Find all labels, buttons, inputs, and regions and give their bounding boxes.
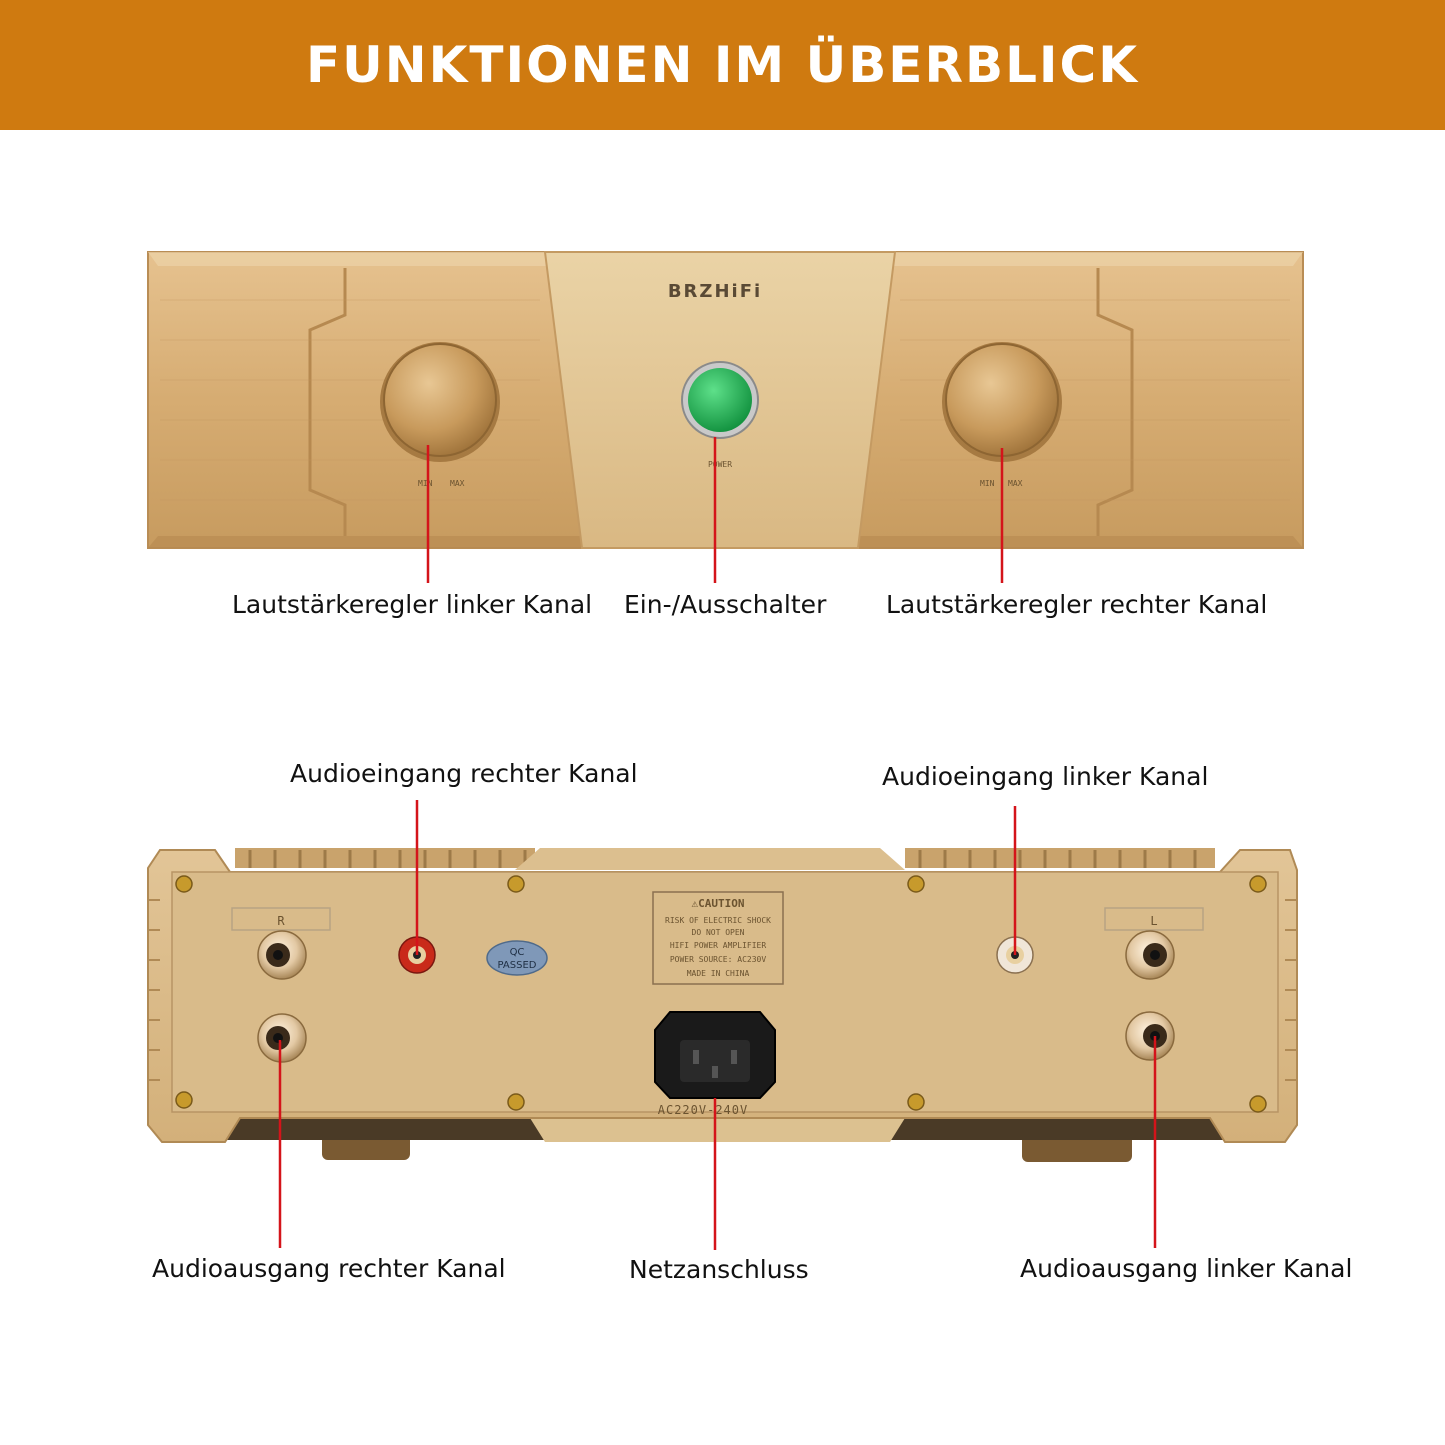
callout-audio-in-left: Audioeingang linker Kanal (882, 762, 1209, 791)
speaker-terminal-right-bottom[interactable] (257, 1013, 307, 1063)
qc-badge-line-2: PASSED (498, 960, 537, 971)
caution-label: ⚠CAUTION RISK OF ELECTRIC SHOCK DO NOT O… (652, 891, 784, 985)
scale-max-right: MAX (1008, 479, 1023, 488)
callout-mains: Netzanschluss (629, 1255, 809, 1284)
volume-knob-right[interactable] (942, 342, 1062, 462)
page-title: FUNKTIONEN IM ÜBERBLICK (306, 36, 1139, 94)
caution-title: ⚠CAUTION (692, 897, 745, 910)
scale-min-right: MIN (980, 479, 995, 488)
scale-max-left: MAX (450, 479, 465, 488)
callout-audio-out-right: Audioausgang rechter Kanal (152, 1254, 506, 1283)
back-leader-lines (278, 800, 1157, 1250)
qc-badge-line-1: QC (510, 947, 525, 958)
power-label: POWER (708, 460, 732, 469)
speaker-terminal-left-top[interactable] (1125, 930, 1175, 980)
front-panel: BRZHiFi MIN MAX MIN MAX POWER (147, 251, 1304, 549)
brand-logo: BRZHiFi (668, 281, 762, 302)
caution-line-2: DO NOT OPEN (692, 928, 745, 937)
scale-min-left: MIN (418, 479, 433, 488)
power-button[interactable] (681, 361, 759, 439)
right-channel-mark: R (277, 914, 285, 928)
header-banner: FUNKTIONEN IM ÜBERBLICK (0, 0, 1445, 130)
caution-line-1: RISK OF ELECTRIC SHOCK (665, 916, 771, 925)
callout-power-switch: Ein-/Ausschalter (624, 590, 827, 619)
volume-knob-left[interactable] (380, 342, 500, 462)
callout-audio-in-right: Audioeingang rechter Kanal (290, 759, 638, 788)
power-rating: AC220V-240V (658, 1103, 748, 1117)
caution-line-5: MADE IN CHINA (687, 969, 750, 978)
callout-audio-out-left: Audioausgang linker Kanal (1020, 1254, 1353, 1283)
callout-volume-left: Lautstärkeregler linker Kanal (232, 590, 593, 619)
left-channel-mark: L (1150, 914, 1157, 928)
callout-volume-right: Lautstärkeregler rechter Kanal (886, 590, 1268, 619)
front-leader-lines (426, 437, 1004, 583)
speaker-terminal-left-bottom[interactable] (1125, 1011, 1175, 1061)
speaker-terminal-right-top[interactable] (257, 930, 307, 980)
caution-line-3: HIFI POWER AMPLIFIER (670, 941, 767, 950)
qc-badge: QC PASSED (486, 940, 548, 976)
iec-power-inlet[interactable] (654, 1011, 776, 1099)
caution-line-4: POWER SOURCE: AC230V (670, 955, 767, 964)
back-panel: R L QC PASSED ⚠CAUTION RISK OF ELECTRIC … (147, 848, 1298, 1162)
